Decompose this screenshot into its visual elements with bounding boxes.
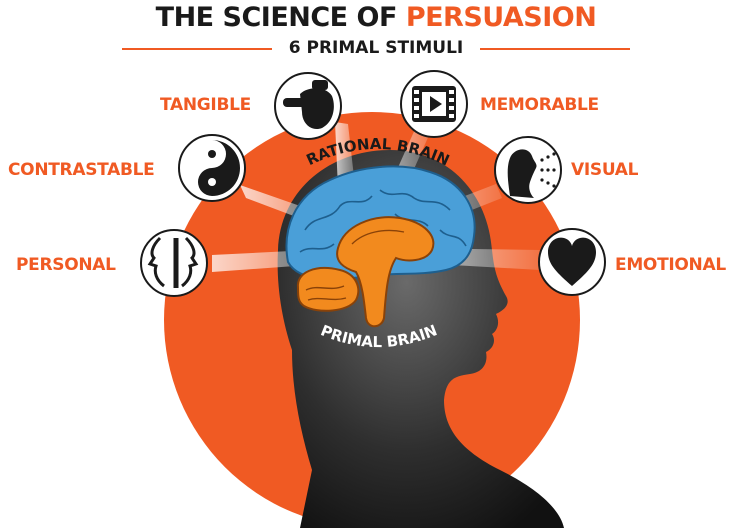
stimulus-tangible xyxy=(274,72,342,140)
title-accent: PERSUASION xyxy=(405,2,597,33)
title-main: THE SCIENCE OF xyxy=(155,2,398,33)
primal-brain-folds xyxy=(305,229,405,301)
subtitle-row: 6 PRIMAL STIMULI xyxy=(0,38,752,60)
stimulus-contrastable xyxy=(178,134,246,202)
label-contrastable: CONTRASTABLE xyxy=(8,160,155,180)
yin-yang-icon xyxy=(198,140,240,196)
label-emotional: EMOTIONAL xyxy=(615,255,726,275)
eye-sight-icon xyxy=(507,149,556,198)
label-tangible: TANGIBLE xyxy=(160,95,251,115)
page-subtitle: 6 PRIMAL STIMULI xyxy=(288,38,464,58)
stimulus-visual xyxy=(494,136,562,204)
film-play-icon xyxy=(412,86,456,122)
subtitle-rule-right xyxy=(480,48,630,50)
label-visual: VISUAL xyxy=(571,160,639,180)
stimulus-emotional xyxy=(538,228,606,296)
stimulus-memorable xyxy=(400,70,468,138)
primal-brain xyxy=(336,216,435,328)
cerebellum xyxy=(296,267,360,312)
heart-icon xyxy=(548,237,596,286)
stimulus-personal xyxy=(140,229,208,297)
rational-brain-folds xyxy=(299,189,467,253)
pointing-hand-icon xyxy=(283,80,334,130)
faces-icon xyxy=(147,236,199,288)
subtitle-rule-left xyxy=(122,48,272,50)
label-memorable: MEMORABLE xyxy=(480,95,599,115)
label-personal: PERSONAL xyxy=(16,255,116,275)
page-title: THE SCIENCE OF PERSUASION xyxy=(0,2,752,33)
